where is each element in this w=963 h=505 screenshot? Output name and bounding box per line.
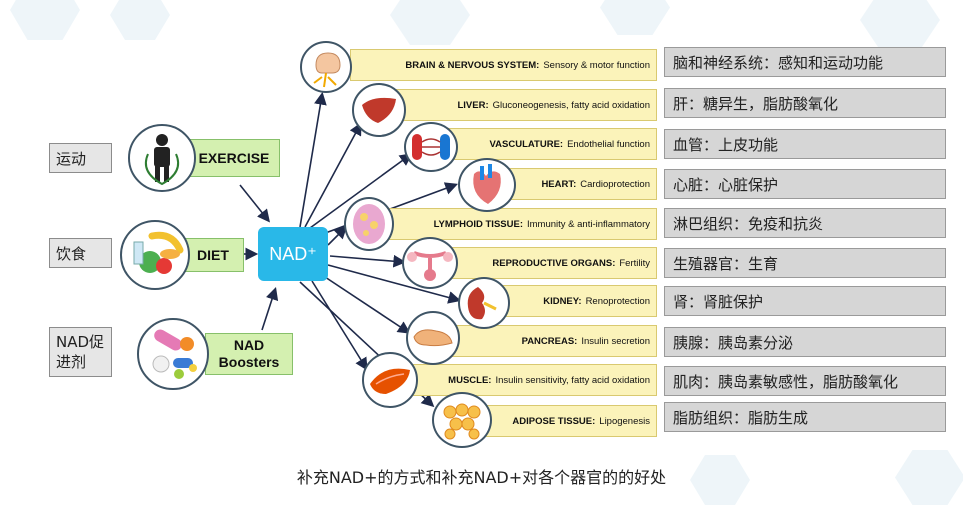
nad-boosters-line1: NAD [233, 337, 265, 353]
organ-box-liver: LIVER:Gluconeogenesis, fatty acid oxidat… [395, 89, 657, 121]
organ-name: LIVER: [457, 99, 489, 111]
organ-box-muscle: MUSCLE:Insulin sensitivity, fatty acid o… [395, 364, 657, 396]
nad-boosters-line2: Boosters [218, 354, 280, 370]
nad-boosters-box: NAD Boosters [205, 333, 293, 375]
diet-cn-label: 饮食 [49, 238, 112, 268]
nad-hub-label: NAD⁺ [269, 243, 317, 264]
organ-cn-reproductive: 生殖器官：生育 [664, 248, 946, 278]
organ-desc: Cardioprotection [580, 178, 650, 190]
organ-box-heart: HEART:Cardioprotection [488, 168, 657, 200]
organ-box-vasculature: VASCULATURE:Endothelial function [440, 128, 657, 160]
nad-boosters-icon [137, 318, 209, 390]
organ-cn-text: 胰腺：胰岛素分泌 [673, 333, 794, 352]
diet-box: DIET [182, 238, 244, 272]
organ-cn-text: 心脏：心脏保护 [673, 175, 779, 194]
organ-cn-brain: 脑和神经系统：感知和运动功能 [664, 47, 946, 77]
diet-icon [120, 220, 190, 290]
organ-cn-heart: 心脏：心脏保护 [664, 169, 946, 199]
diet-label: DIET [197, 247, 229, 263]
organ-cn-text: 脑和神经系统：感知和运动功能 [673, 53, 884, 72]
organ-desc: Endothelial function [567, 138, 650, 150]
organ-cn-kidney: 肾：肾脏保护 [664, 286, 946, 316]
organ-name: LYMPHOID TISSUE: [433, 218, 523, 230]
organ-cn-text: 血管：上皮功能 [673, 135, 779, 154]
organ-cn-text: 肌肉：胰岛素敏感性，脂肪酸氧化 [673, 372, 899, 391]
organ-desc: Sensory & motor function [543, 59, 650, 71]
exercise-box: EXERCISE [188, 139, 280, 177]
organ-cn-vasculature: 血管：上皮功能 [664, 129, 946, 159]
organ-name: PANCREAS: [521, 335, 578, 347]
organ-name: ADIPOSE TISSUE: [512, 415, 596, 427]
organ-desc: Fertility [619, 257, 650, 269]
exercise-icon [128, 124, 196, 192]
organ-name: HEART: [541, 178, 577, 190]
organ-cn-text: 淋巴组织：免疫和抗炎 [673, 214, 824, 233]
organ-box-lymphoid: LYMPHOID TISSUE:Immunity & anti-inflamma… [378, 208, 657, 240]
vasculature-icon [404, 122, 458, 172]
organ-desc: Gluconeogenesis, fatty acid oxidation [492, 99, 650, 111]
reproductive-icon [402, 237, 458, 289]
organ-cn-pancreas: 胰腺：胰岛素分泌 [664, 327, 946, 357]
organ-name: BRAIN & NERVOUS SYSTEM: [405, 59, 540, 71]
nad-boosters-cn-line2: 进剂 [56, 353, 87, 371]
kidney-icon [458, 277, 510, 329]
nad-boosters-cn-line1: NAD促 [56, 333, 105, 351]
exercise-cn-label: 运动 [49, 143, 112, 173]
heart-icon [458, 158, 516, 212]
organ-cn-adipose: 脂肪组织：脂肪生成 [664, 402, 946, 432]
muscle-icon [362, 352, 418, 408]
organ-name: REPRODUCTIVE ORGANS: [492, 257, 616, 269]
organ-desc: Insulin sensitivity, fatty acid oxidatio… [495, 374, 650, 386]
nad-hub: NAD⁺ [258, 227, 328, 281]
organ-cn-liver: 肝：糖异生，脂肪酸氧化 [664, 88, 946, 118]
organ-box-reproductive: REPRODUCTIVE ORGANS:Fertility [432, 247, 657, 279]
organ-desc: Immunity & anti-inflammatory [526, 218, 650, 230]
brain-icon [300, 41, 352, 93]
organ-desc: Lipogenesis [599, 415, 650, 427]
organ-box-kidney: KIDNEY:Renoprotection [490, 285, 657, 317]
organ-cn-text: 脂肪组织：脂肪生成 [673, 408, 809, 427]
organ-desc: Insulin secretion [581, 335, 650, 347]
organ-cn-muscle: 肌肉：胰岛素敏感性，脂肪酸氧化 [664, 366, 946, 396]
organ-desc: Renoprotection [585, 295, 650, 307]
organ-name: KIDNEY: [543, 295, 582, 307]
adipose-icon [432, 392, 492, 448]
diet-cn-text: 饮食 [56, 244, 87, 263]
organ-cn-lymphoid: 淋巴组织：免疫和抗炎 [664, 208, 946, 238]
liver-icon [352, 83, 406, 137]
organ-cn-text: 肾：肾脏保护 [673, 292, 764, 311]
organ-box-brain: BRAIN & NERVOUS SYSTEM:Sensory & motor f… [350, 49, 657, 81]
organ-name: MUSCLE: [448, 374, 492, 386]
exercise-label: EXERCISE [198, 150, 270, 166]
pancreas-icon [406, 311, 460, 365]
organ-cn-text: 肝：糖异生，脂肪酸氧化 [673, 94, 839, 113]
organ-cn-text: 生殖器官：生育 [673, 254, 779, 273]
exercise-cn-text: 运动 [56, 149, 87, 168]
organ-name: VASCULATURE: [489, 138, 564, 150]
figure-caption: 补充NAD+的方式和补充NAD+对各个器官的的好处 [296, 468, 667, 487]
nad-boosters-cn-label: NAD促 进剂 [49, 327, 112, 377]
lymphoid-icon [344, 197, 394, 251]
organ-box-pancreas: PANCREAS:Insulin secretion [440, 325, 657, 357]
organ-box-adipose: ADIPOSE TISSUE:Lipogenesis [462, 405, 657, 437]
